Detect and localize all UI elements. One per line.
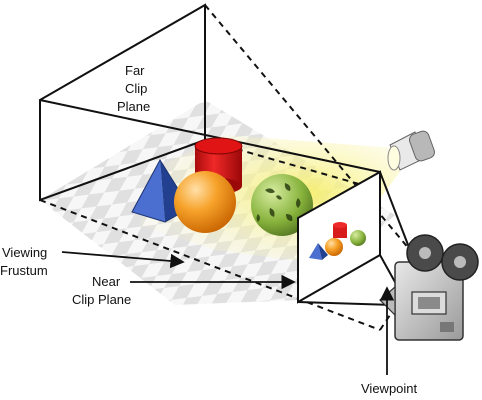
- far-clip-plane-label-1: Far: [125, 63, 145, 78]
- near-clip-plane-label-1: Near: [92, 274, 121, 289]
- frustum-top-edge: [39, 99, 381, 173]
- viewing-frustum-label-2: Frustum: [0, 263, 48, 278]
- far-clip-plane-label-2: Clip: [125, 81, 147, 96]
- projected-scene: [309, 222, 366, 260]
- near-clip-plane-label-2: Clip Plane: [72, 292, 131, 307]
- movie-camera-icon: [379, 234, 479, 341]
- far-clip-plane-label-3: Plane: [117, 99, 150, 114]
- spotlight-icon: [387, 130, 435, 171]
- orange-sphere: [174, 171, 236, 233]
- viewpoint-label: Viewpoint: [361, 381, 418, 396]
- viewing-frustum-arrow: [61, 251, 185, 269]
- viewing-frustum-label-1: Viewing: [2, 245, 47, 260]
